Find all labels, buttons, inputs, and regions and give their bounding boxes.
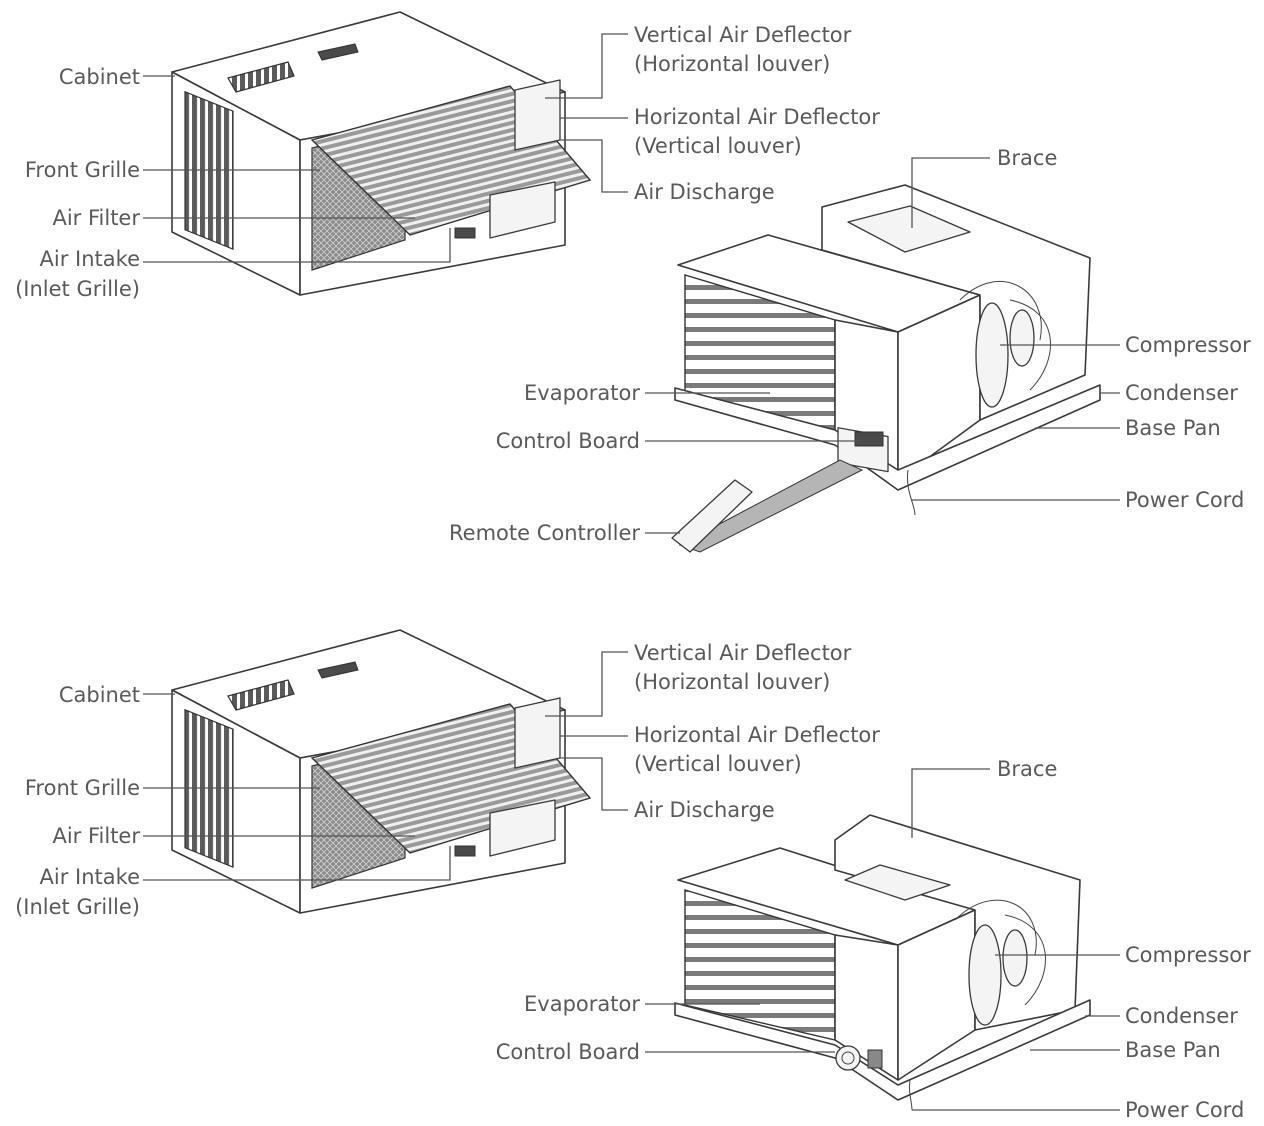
label-front-grille: Front Grille xyxy=(25,776,140,800)
label-vertical-air-deflector: Vertical Air Deflector xyxy=(634,641,852,665)
label-vertical-louver: (Vertical louver) xyxy=(634,752,802,776)
label-base-pan: Base Pan xyxy=(1125,416,1221,440)
label-air-intake: Air Intake xyxy=(40,247,140,271)
label-compressor: Compressor xyxy=(1125,333,1251,357)
label-control-board: Control Board xyxy=(496,1040,640,1064)
chassis-illustration xyxy=(675,815,1090,1110)
label-cabinet: Cabinet xyxy=(59,683,140,707)
label-brace: Brace xyxy=(997,146,1057,170)
label-air-filter: Air Filter xyxy=(52,206,140,230)
label-vertical-louver: (Vertical louver) xyxy=(634,134,802,158)
chassis-illustration xyxy=(672,185,1100,552)
label-horizontal-air-deflector: Horizontal Air Deflector xyxy=(634,723,880,747)
label-condenser: Condenser xyxy=(1125,381,1238,405)
label-air-discharge: Air Discharge xyxy=(634,798,775,822)
diagram-1: Cabinet Front Grille Air Filter Air Inta… xyxy=(15,12,1251,552)
label-base-pan: Base Pan xyxy=(1125,1038,1221,1062)
label-condenser: Condenser xyxy=(1125,1004,1238,1028)
label-front-grille: Front Grille xyxy=(25,158,140,182)
label-air-discharge: Air Discharge xyxy=(634,180,775,204)
label-power-cord: Power Cord xyxy=(1125,1098,1244,1122)
label-brace: Brace xyxy=(997,757,1057,781)
label-evaporator: Evaporator xyxy=(524,992,640,1016)
label-inlet-grille: (Inlet Grille) xyxy=(15,895,140,919)
label-horizontal-air-deflector: Horizontal Air Deflector xyxy=(634,105,880,129)
label-horizontal-louver: (Horizontal louver) xyxy=(634,670,830,694)
label-horizontal-louver: (Horizontal louver) xyxy=(634,52,830,76)
label-power-cord: Power Cord xyxy=(1125,488,1244,512)
diagram-2: Cabinet Front Grille Air Filter Air Inta… xyxy=(15,630,1251,1122)
label-cabinet: Cabinet xyxy=(59,65,140,89)
label-vertical-air-deflector: Vertical Air Deflector xyxy=(634,23,852,47)
label-evaporator: Evaporator xyxy=(524,381,640,405)
label-control-board: Control Board xyxy=(496,429,640,453)
front-unit-illustration xyxy=(172,630,590,913)
label-inlet-grille: (Inlet Grille) xyxy=(15,277,140,301)
front-unit-illustration xyxy=(172,12,590,295)
label-air-intake: Air Intake xyxy=(40,865,140,889)
label-remote-controller: Remote Controller xyxy=(449,521,640,545)
label-compressor: Compressor xyxy=(1125,943,1251,967)
label-air-filter: Air Filter xyxy=(52,824,140,848)
